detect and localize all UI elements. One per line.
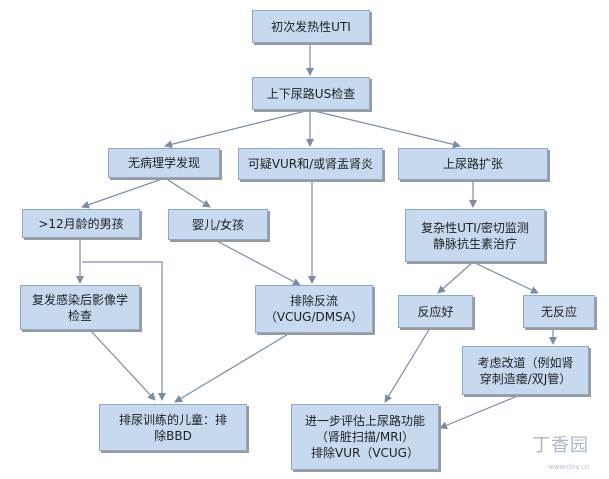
node-exclude-bbd: 排尿训练的儿童：排 除BBD <box>99 404 247 451</box>
node-good-response: 反应好 <box>398 295 473 328</box>
arrow-diversion-to-further <box>439 394 521 430</box>
node-complex-uti: 复杂性UTI/密切监测 静脉抗生素治疗 <box>405 209 545 262</box>
node-boy-over-12-months: >12月龄的男孩 <box>22 209 140 238</box>
node-suspected-vur: 可疑VUR和/或肾盂肾炎 <box>238 148 383 180</box>
arrow-complex-to-none <box>472 261 539 294</box>
arrow-girl-to-exclude-reflux <box>214 239 301 286</box>
node-infant-girl: 婴儿/女孩 <box>168 209 268 240</box>
node-exclude-reflux: 排除反流 （VCUG/DMSA） <box>255 285 373 333</box>
arrow-reflux-to-bbd <box>174 332 291 403</box>
node-consider-diversion: 考虑改道（例如肾 穿刺造瘘/双J管） <box>462 346 589 395</box>
arrow-us-to-no-pathology <box>164 109 311 149</box>
watermark-url: www.dxy.cn <box>548 463 589 471</box>
arrow-complex-to-good <box>437 261 474 294</box>
node-initial-febrile-uti: 初次发热性UTI <box>252 10 370 43</box>
node-upper-lower-urinary-us: 上下尿路US检查 <box>252 77 370 110</box>
arrow-nopath-to-boy <box>81 177 166 209</box>
node-no-pathology: 无病理学发现 <box>108 148 220 178</box>
node-recurrent-infection-imaging: 复发感染后影像学 检查 <box>20 285 140 330</box>
node-no-response: 无反应 <box>523 295 595 328</box>
arrow-nopath-to-girl <box>164 177 211 208</box>
arrow-recurrent-to-bbd <box>89 329 156 401</box>
arrow-boy-to-bbd <box>82 261 166 401</box>
watermark-logo: 丁香园 <box>532 435 589 456</box>
node-upper-tract-dilation: 上尿路扩张 <box>398 148 548 180</box>
arrow-good-to-further <box>384 327 431 403</box>
arrow-us-to-dilation <box>309 109 461 149</box>
node-further-evaluation: 进一步评估上尿路功能 （肾脏扫描/MRI） 排除VUR（VCUG） <box>291 404 439 470</box>
